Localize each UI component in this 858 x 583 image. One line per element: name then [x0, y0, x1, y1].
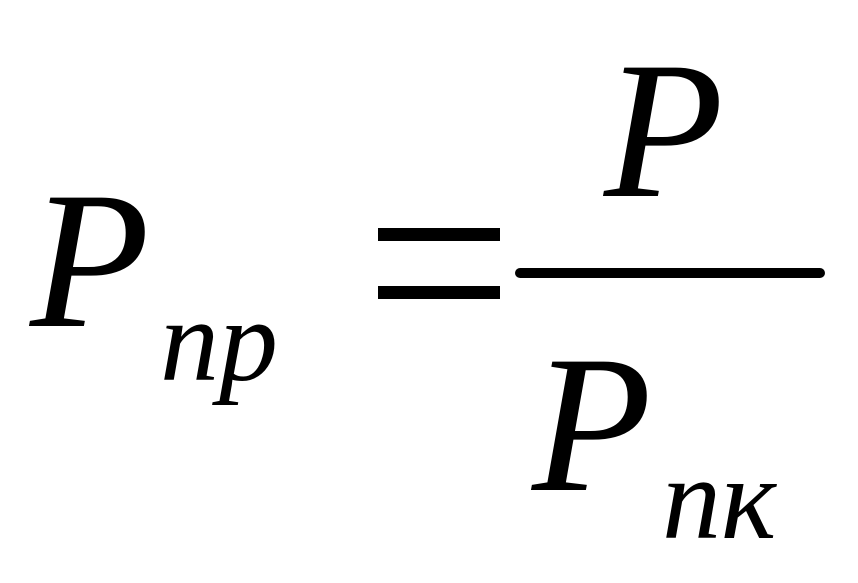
lhs-symbol: P: [28, 152, 150, 369]
denominator-subscript: пк: [662, 433, 777, 564]
numerator-symbol: P: [602, 22, 724, 239]
fraction-bar: [515, 268, 825, 278]
lhs-subscript: пр: [160, 275, 278, 406]
equals-sign: [378, 228, 500, 299]
denominator-symbol: P: [530, 316, 652, 533]
